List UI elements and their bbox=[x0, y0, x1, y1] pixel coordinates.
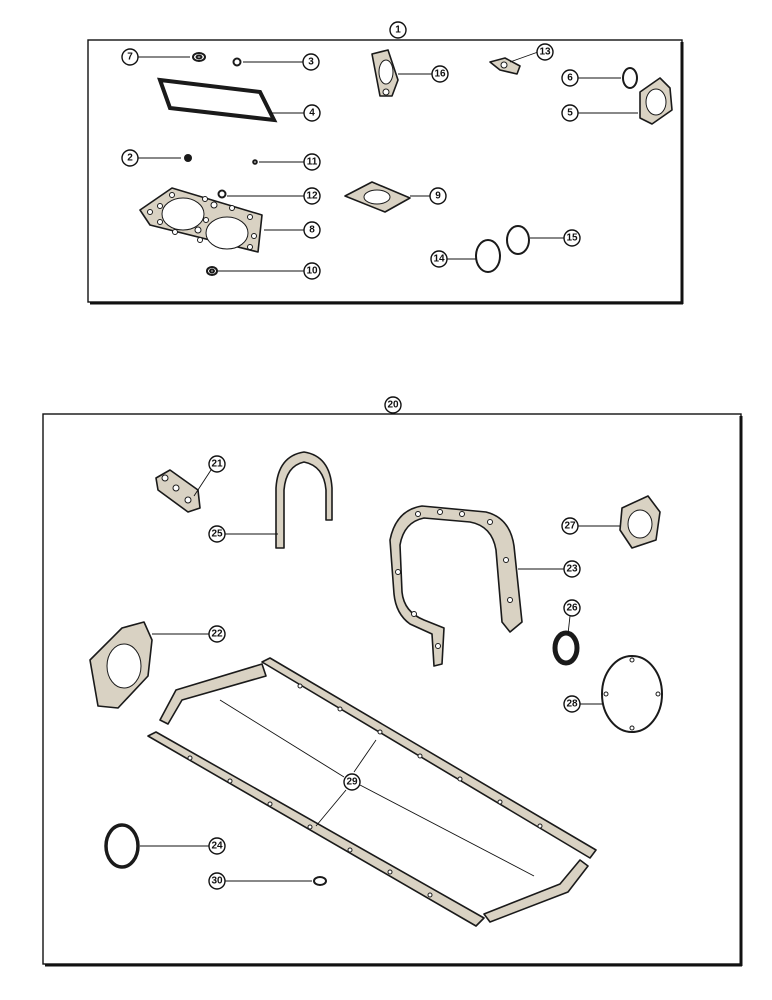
callout-13: 13 bbox=[509, 43, 554, 63]
flange-gasket-27 bbox=[619, 495, 661, 549]
callout-6: 6 bbox=[561, 69, 621, 87]
svg-text:5: 5 bbox=[567, 108, 573, 119]
svg-text:16: 16 bbox=[434, 69, 446, 80]
callout-11: 11 bbox=[259, 153, 321, 171]
callout-2: 2 bbox=[121, 149, 181, 167]
svg-text:25: 25 bbox=[211, 529, 223, 540]
callout-4: 4 bbox=[270, 104, 321, 122]
washer-10 bbox=[206, 266, 218, 276]
seal-6 bbox=[622, 67, 638, 89]
svg-text:23: 23 bbox=[566, 564, 578, 575]
svg-text:29: 29 bbox=[346, 777, 358, 788]
seal-ring-3 bbox=[232, 57, 242, 67]
seal-ring-14 bbox=[475, 239, 501, 273]
callout-24: 24 bbox=[140, 837, 226, 855]
svg-text:12: 12 bbox=[306, 191, 318, 202]
svg-text:20: 20 bbox=[387, 400, 399, 411]
svg-text:13: 13 bbox=[539, 47, 551, 58]
callout-16: 16 bbox=[398, 65, 449, 83]
gasket-13 bbox=[489, 57, 521, 75]
flange-gasket-9 bbox=[344, 181, 411, 213]
head-gasket-8 bbox=[139, 187, 263, 253]
callout-7: 7 bbox=[121, 48, 190, 66]
svg-text:3: 3 bbox=[308, 57, 314, 68]
thermostat-gasket-16 bbox=[371, 49, 399, 97]
callout-14: 14 bbox=[430, 250, 476, 268]
o-ring-24 bbox=[104, 823, 140, 869]
washer-7 bbox=[192, 52, 206, 62]
callout-30: 30 bbox=[208, 872, 312, 890]
washer-30 bbox=[313, 876, 327, 886]
plug-2 bbox=[184, 154, 192, 162]
callout-29: 29 bbox=[219, 699, 535, 877]
svg-text:22: 22 bbox=[211, 629, 223, 640]
svg-text:11: 11 bbox=[307, 157, 318, 168]
svg-text:2: 2 bbox=[127, 153, 133, 164]
svg-text:24: 24 bbox=[211, 841, 223, 852]
callout-28: 28 bbox=[563, 695, 603, 713]
flange-gasket-22 bbox=[89, 621, 153, 709]
seal-ring-15 bbox=[506, 225, 530, 255]
kit-20-panel bbox=[42, 413, 743, 967]
callout-27: 27 bbox=[561, 517, 620, 535]
callout-15: 15 bbox=[530, 229, 581, 247]
svg-text:21: 21 bbox=[211, 459, 223, 470]
svg-text:6: 6 bbox=[567, 73, 573, 84]
oil-seal-26 bbox=[552, 630, 580, 666]
svg-text:4: 4 bbox=[309, 108, 315, 119]
callout-8: 8 bbox=[264, 221, 321, 239]
svg-text:14: 14 bbox=[433, 254, 445, 265]
callout-26: 26 bbox=[563, 599, 581, 635]
flange-gasket-5 bbox=[639, 77, 673, 125]
svg-text:27: 27 bbox=[564, 521, 576, 532]
seal-strip-25 bbox=[275, 451, 333, 549]
callout-21: 21 bbox=[193, 455, 226, 497]
callout-23: 23 bbox=[518, 560, 581, 578]
kit-1-callout: 1 bbox=[389, 21, 407, 39]
seal-ring-12 bbox=[217, 189, 227, 199]
svg-text:1: 1 bbox=[395, 25, 401, 36]
callout-10: 10 bbox=[218, 262, 321, 280]
ring-gasket-28 bbox=[601, 655, 663, 733]
svg-text:30: 30 bbox=[211, 876, 223, 887]
kit-20-callout: 20 bbox=[384, 396, 402, 414]
svg-text:8: 8 bbox=[309, 225, 315, 236]
callout-22: 22 bbox=[152, 625, 226, 643]
callout-3: 3 bbox=[243, 53, 320, 71]
washer-11 bbox=[252, 159, 258, 165]
callout-12: 12 bbox=[227, 187, 321, 205]
rocker-cover-gasket-4 bbox=[157, 77, 278, 123]
kit-1-panel bbox=[87, 39, 684, 305]
svg-text:7: 7 bbox=[127, 52, 133, 63]
svg-text:28: 28 bbox=[566, 699, 578, 710]
callout-5: 5 bbox=[561, 104, 638, 122]
svg-text:15: 15 bbox=[566, 233, 578, 244]
svg-text:26: 26 bbox=[566, 603, 578, 614]
svg-text:10: 10 bbox=[306, 266, 318, 277]
timing-cover-gasket-23 bbox=[389, 505, 523, 667]
oil-pan-gasket-set-29 bbox=[147, 657, 597, 927]
gasket-21 bbox=[155, 469, 201, 513]
callout-9: 9 bbox=[410, 187, 447, 205]
svg-text:9: 9 bbox=[435, 191, 441, 202]
callout-25: 25 bbox=[208, 525, 278, 543]
